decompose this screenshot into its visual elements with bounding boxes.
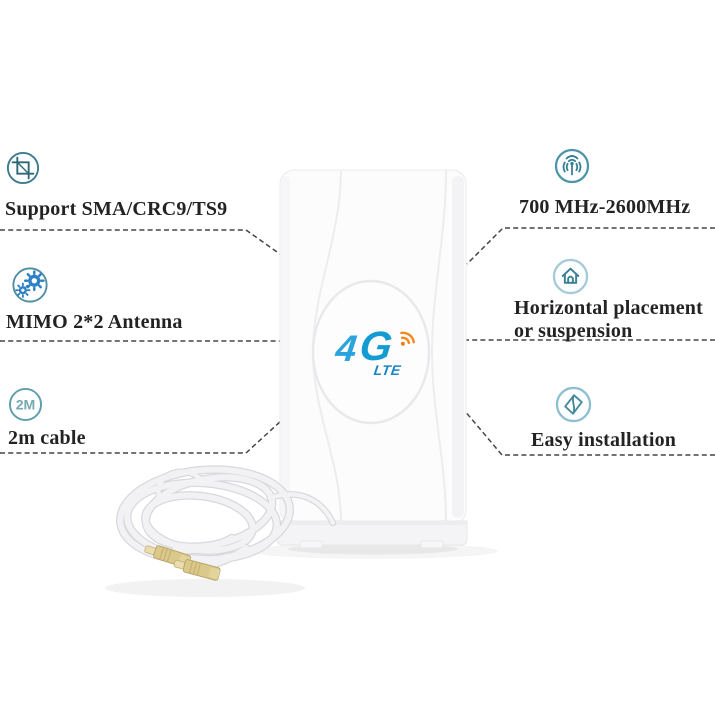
leader-lines bbox=[0, 227, 715, 456]
logo-letter: G bbox=[357, 323, 395, 369]
logo-sub-lte: LTE bbox=[372, 362, 403, 378]
feature-label-cable: 2m cable bbox=[8, 427, 86, 449]
panel-emblem-ring bbox=[311, 279, 431, 425]
feature-label-support-connectors: Support SMA/CRC9/TS9 bbox=[5, 198, 228, 220]
panel-seam-right bbox=[430, 170, 447, 524]
leader-left-top bbox=[0, 229, 295, 265]
house-icon bbox=[552, 258, 589, 295]
logo-4g-lte: 4 G LTE bbox=[333, 323, 422, 384]
feature-label-placement: Horizontal placement or suspension bbox=[514, 297, 703, 343]
base-foot-left bbox=[299, 540, 323, 549]
fold-icon bbox=[555, 386, 592, 423]
logo-signal-waves-icon bbox=[400, 331, 415, 346]
signal-icon bbox=[554, 148, 590, 184]
sma-connector-2 bbox=[173, 559, 221, 581]
feature-label-placement-line2: or suspension bbox=[514, 320, 633, 342]
base-foot-right bbox=[420, 540, 444, 549]
feature-label-mimo: MIMO 2*2 Antenna bbox=[6, 311, 183, 333]
antenna-body bbox=[279, 169, 467, 525]
crop-icon bbox=[6, 151, 40, 185]
gears-icon bbox=[12, 267, 48, 303]
2m-badge-text: 2M bbox=[16, 396, 36, 412]
feature-label-frequency: 700 MHz-2600MHz bbox=[519, 196, 691, 218]
2m-badge-icon: 2M bbox=[8, 387, 43, 422]
leader-left-bottom bbox=[0, 419, 283, 454]
leader-right-top bbox=[466, 227, 715, 265]
cable-shadow bbox=[105, 579, 305, 597]
feature-label-installation: Easy installation bbox=[531, 429, 677, 451]
antenna-cable bbox=[115, 465, 337, 572]
antenna-base bbox=[276, 520, 468, 549]
logo-digit: 4 bbox=[333, 328, 360, 369]
feature-label-placement-line1: Horizontal placement bbox=[514, 297, 703, 319]
